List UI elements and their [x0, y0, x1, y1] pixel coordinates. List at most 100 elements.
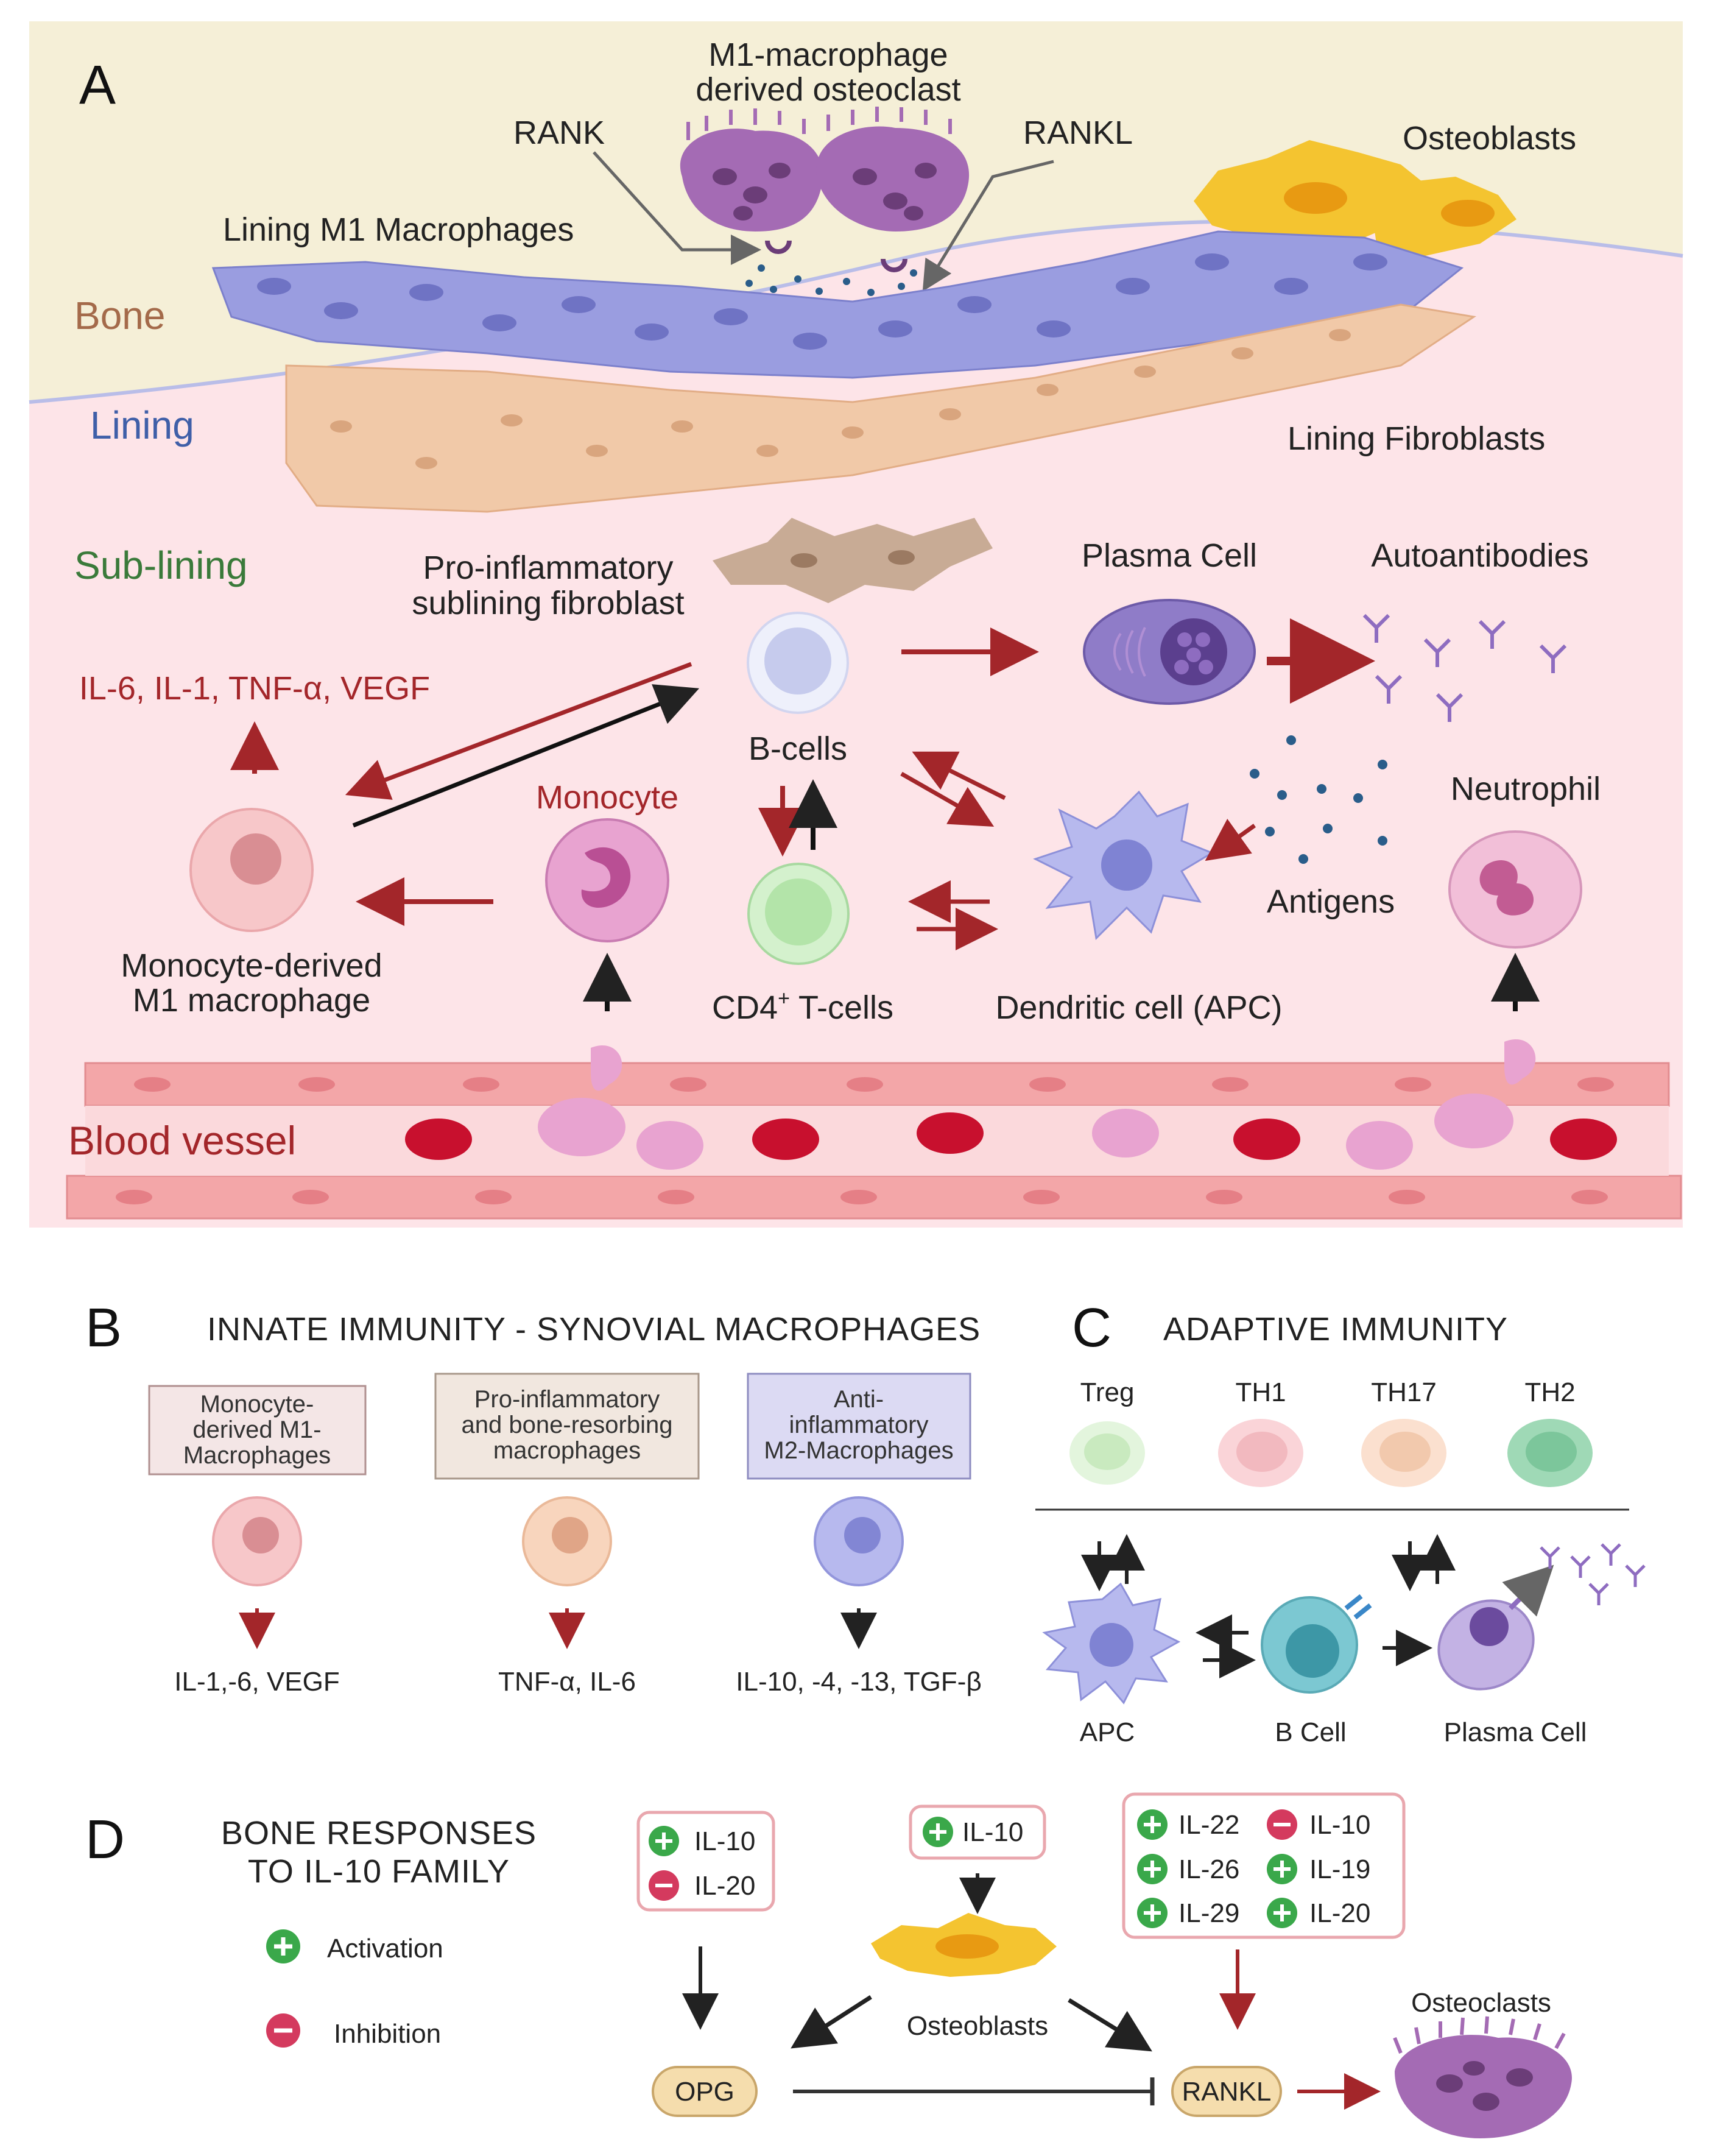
lining-macrophage-nuclei — [257, 253, 1387, 350]
box2-plus-icon — [923, 1817, 953, 1847]
lining-macrophages-label: Lining M1 Macrophages — [223, 211, 574, 248]
zone-label-blood-vessel: Blood vessel — [68, 1118, 296, 1163]
panel-a-arrows — [230, 618, 1540, 1011]
panel-d-osteoblasts-label: Osteoblasts — [907, 2011, 1048, 2041]
cd4-t-cell — [747, 863, 850, 965]
sublining-fibroblast-label-line1: Pro-inflammatory — [423, 550, 673, 586]
plasma-cell-c — [1437, 1564, 1554, 1691]
panel-letter-c: C — [1072, 1298, 1111, 1359]
t-cell-label-th2: TH2 — [1524, 1377, 1575, 1407]
m1-macrophage-label-line1: Monocyte-derived — [121, 947, 382, 984]
opg-node — [652, 2066, 758, 2117]
th1-cell — [1218, 1419, 1303, 1487]
zone-label-sublining: Sub-lining — [74, 543, 248, 587]
monocyte-label: Monocyte — [536, 779, 678, 816]
zone-label-lining: Lining — [90, 403, 194, 447]
box3-plus-icon-1 — [1137, 1809, 1168, 1840]
neutrophil-cell — [1448, 830, 1582, 949]
box3-item-4: IL-19 — [1309, 1854, 1370, 1884]
plasma-cell — [1083, 599, 1256, 705]
macrophage-box-1-line1: Monocyte- — [200, 1391, 314, 1418]
panel-d-title-line1: BONE RESPONSES — [221, 1815, 537, 1851]
panel-b: B INNATE IMMUNITY - SYNOVIAL MACROPHAGES… — [85, 1298, 982, 1697]
lining-fibroblast-layer — [285, 303, 1476, 513]
cytokines-label: IL-6, IL-1, TNF-α, VEGF — [79, 670, 430, 707]
antigens-label: Antigens — [1267, 883, 1395, 920]
plasma-cell-c-label: Plasma Cell — [1444, 1717, 1587, 1747]
osteoblasts-label: Osteoblasts — [1403, 120, 1576, 157]
panel-d-osteoblast — [871, 1913, 1057, 1977]
macrophage-box-1 — [148, 1385, 367, 1476]
macrophage-box-3 — [747, 1373, 971, 1480]
macrophage-box-3-line3: M2-Macrophages — [764, 1437, 953, 1464]
t-cell-label-th17: TH17 — [1371, 1377, 1437, 1407]
osteoclast-label-line1: M1-macrophage — [708, 37, 948, 73]
m1-macrophage-icon — [212, 1496, 302, 1586]
rank-pointer — [593, 151, 761, 265]
blood-vessel — [66, 1039, 1682, 1220]
plasma-cell-label: Plasma Cell — [1082, 537, 1257, 574]
opg-label: OPG — [675, 2077, 734, 2107]
macrophage-box-1-line3: Macrophages — [183, 1442, 331, 1469]
m2-macrophage-icon — [814, 1496, 904, 1586]
panel-d-osteoclast — [1393, 2016, 1572, 2138]
box3-item-6: IL-20 — [1309, 1898, 1370, 1928]
m1-macrophage-cell — [189, 808, 314, 932]
il-box-3 — [1122, 1792, 1406, 1939]
macrophage-output-3: IL-10, -4, -13, TGF-β — [736, 1667, 982, 1697]
box1-minus-icon — [649, 1870, 679, 1901]
legend-inhibition-label: Inhibition — [334, 2019, 441, 2049]
macrophage-box-2 — [434, 1373, 700, 1480]
panel-a: A Bone Lining Sub-lining M1-macrophage d… — [29, 21, 1683, 1228]
panel-b-title: INNATE IMMUNITY - SYNOVIAL MACROPHAGES — [207, 1311, 981, 1348]
plasma-cell-antibodies — [1540, 1543, 1646, 1605]
macrophage-box-1-line2: derived M1- — [192, 1416, 321, 1443]
b-cell-label: B Cell — [1275, 1717, 1346, 1747]
box3-plus-icon-3 — [1267, 1854, 1297, 1884]
osteoclasts-label: Osteoclasts — [1411, 1988, 1551, 2018]
sublining-fibroblast-cell — [713, 518, 993, 603]
rankl-node-label: RANKL — [1182, 2077, 1272, 2107]
sublining-fibroblast-label-line2: sublining fibroblast — [412, 585, 684, 621]
box3-item-3: IL-26 — [1178, 1854, 1239, 1884]
lining-macrophage-layer — [211, 230, 1464, 379]
rank-label: RANK — [513, 115, 605, 151]
box1-item-1: IL-10 — [694, 1826, 755, 1856]
b-cell-c — [1261, 1594, 1372, 1694]
autoantibodies-label: Autoantibodies — [1371, 537, 1588, 574]
osteoclast-label-line2: derived osteoclast — [696, 71, 960, 108]
box1-item-2: IL-20 — [694, 1871, 755, 1901]
legend-inhibition-icon — [266, 2013, 300, 2048]
box3-plus-icon-4 — [1137, 1898, 1168, 1928]
lining-fibroblasts-label: Lining Fibroblasts — [1288, 420, 1545, 457]
apc-label: APC — [1080, 1717, 1135, 1747]
dendritic-cell — [1033, 790, 1214, 941]
lining-fibroblast-nuclei — [330, 329, 1351, 469]
box3-minus-icon-1 — [1267, 1809, 1297, 1840]
b-cell — [747, 612, 849, 714]
box3-item-1: IL-22 — [1178, 1810, 1239, 1840]
macrophage-output-2: TNF-α, IL-6 — [498, 1667, 636, 1697]
pro-inflammatory-macrophage-icon — [522, 1496, 612, 1586]
th2-cell — [1507, 1419, 1593, 1487]
rankl-pointer — [922, 160, 1054, 292]
zone-label-bone: Bone — [74, 294, 165, 338]
box1-plus-icon — [649, 1826, 679, 1856]
cd4-t-cells-label: CD4+ T-cells — [712, 987, 893, 1026]
b-cells-label: B-cells — [749, 730, 847, 767]
th17-cell — [1361, 1419, 1446, 1487]
t-cell-label-treg: Treg — [1080, 1377, 1135, 1407]
antigens — [1250, 735, 1387, 864]
legend-activation-icon — [266, 1929, 300, 1963]
panel-letter-b: B — [85, 1298, 122, 1359]
macrophage-box-3-line2: inflammatory — [789, 1412, 929, 1438]
macrophage-box-2-line2: and bone-resorbing — [462, 1412, 673, 1438]
box3-item-2: IL-10 — [1309, 1810, 1370, 1840]
panel-d: D BONE RESPONSES TO IL-10 FAMILY Activat… — [85, 1792, 1572, 2138]
box3-item-5: IL-29 — [1178, 1898, 1239, 1928]
panel-d-title-line2: TO IL-10 FAMILY — [248, 1853, 510, 1890]
rankl-node — [1171, 2066, 1282, 2117]
box2-item: IL-10 — [962, 1817, 1023, 1847]
macrophage-box-2-line1: Pro-inflammatory — [474, 1386, 660, 1413]
